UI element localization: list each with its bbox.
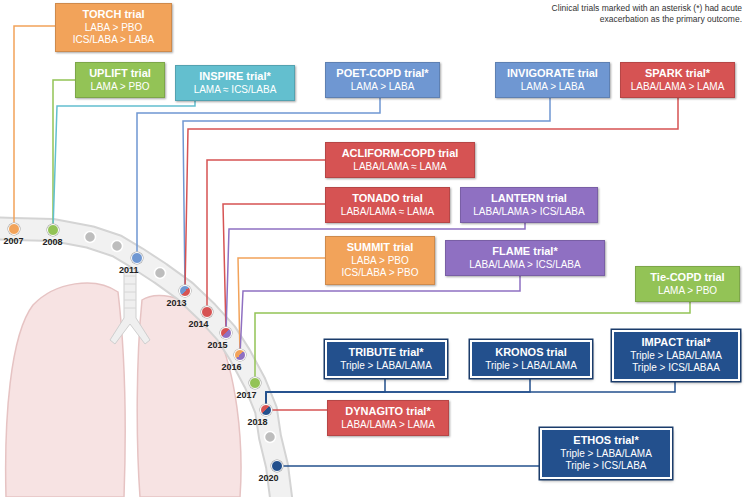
trial-box: KRONOS trialTriple > LABA/LAMA (470, 340, 592, 378)
trial-box: Tie-COPD trialLAMA > PBO (635, 266, 740, 302)
trial-box: POET-COPD trial*LAMA > LABA (325, 62, 440, 98)
trial-name: TONADO trial (332, 192, 443, 206)
year-dot: 2018 (260, 404, 272, 416)
year-dot: 2016 (234, 349, 246, 361)
timeline-connector (14, 26, 55, 223)
timeline-dot (265, 432, 276, 443)
trial-name: IMPACT trial* (620, 336, 732, 350)
trial-name: SUMMIT trial (332, 241, 428, 255)
trial-result: LAMA ≈ ICS/LABA (182, 84, 288, 97)
timeline-band-edge (0, 228, 282, 497)
trial-name: INSPIRE trial* (182, 70, 288, 84)
timeline-band (0, 228, 282, 497)
trial-box: FLAME trial*LABA/LAMA > ICS/LABA (445, 240, 605, 276)
trial-result: LABA/LAMA > ICS/LABA (467, 206, 591, 219)
trial-box: TONADO trialLABA/LAMA ≈ LAMA (325, 187, 450, 223)
trial-box: IMPACT trial*Triple > LABA/LAMATriple > … (612, 330, 740, 381)
year-label: 2008 (42, 237, 62, 247)
trial-result: LABA/LAMA ≈ LAMA (332, 206, 443, 219)
trial-box: UPLIFT trialLAMA > PBO (75, 62, 165, 98)
timeline-dot (155, 268, 166, 279)
trial-name: LANTERN trial (467, 192, 591, 206)
trial-result: LABA/LAMA ≈ LAMA (332, 161, 468, 174)
trial-box: LANTERN trialLABA/LAMA > ICS/LABA (460, 187, 598, 223)
year-label: 2017 (236, 390, 256, 400)
year-dot: 2017 (249, 377, 261, 389)
trial-name: Tie-COPD trial (642, 271, 733, 285)
trial-box: SPARK trial*LABA/LAMA > LAMA (620, 62, 735, 98)
year-label: 2013 (166, 298, 186, 308)
trial-name: ETHOS trial* (548, 434, 664, 448)
year-label: 2014 (188, 319, 208, 329)
timeline-connector (284, 465, 541, 467)
trial-name: DYNAGITO trial* (334, 405, 442, 419)
trial-result: ICS/LABA > PBO (332, 267, 428, 280)
timeline-connector (273, 409, 328, 411)
trial-result: LAMA > LABA (332, 81, 433, 94)
trial-name: TRIBUTE trial* (333, 346, 439, 360)
timeline-connector (185, 98, 678, 285)
trial-result: LAMA > LABA (502, 81, 603, 94)
year-dot: 2007 (8, 223, 20, 235)
year-dot: 2020 (271, 460, 283, 472)
trial-box: INSPIRE trial*LAMA ≈ ICS/LABA (175, 65, 295, 101)
trial-box: ACLIFORM-COPD trialLABA/LAMA ≈ LAMA (325, 142, 475, 178)
trial-result: LABA > PBO (62, 22, 165, 35)
trial-result: Triple > ICS/LABA (548, 460, 664, 473)
trial-result: Triple > LABA/LAMA (333, 360, 439, 373)
trial-name: INVIGORATE trial (502, 67, 603, 81)
trial-result: ICS/LABA > LABA (62, 34, 165, 47)
year-label: 2007 (3, 236, 23, 246)
trachea-rings (124, 276, 136, 308)
trial-name: TORCH trial (62, 8, 165, 22)
trial-result: LABA/LAMA > ICS/LABA (452, 259, 598, 272)
trial-name: FLAME trial* (452, 245, 598, 259)
trial-box: ETHOS trial*Triple > LABA/LAMATriple > I… (540, 428, 672, 479)
trial-result: LAMA > PBO (642, 285, 733, 298)
trial-result: Triple > LABA/LAMA (478, 360, 584, 373)
trial-result: LABA/LAMA > LAMA (334, 419, 442, 432)
trial-name: KRONOS trial (478, 346, 584, 360)
year-label: 2018 (247, 417, 267, 427)
timeline-dot (112, 241, 123, 252)
trial-result: Triple > LABA/LAMA (620, 350, 732, 363)
trachea (110, 268, 150, 344)
trial-box: TORCH trialLABA > PBOICS/LABA > LABA (55, 3, 172, 52)
trial-box: TRIBUTE trial*Triple > LABA/LAMA (325, 340, 447, 378)
timeline-connector (53, 80, 75, 224)
year-dot: 2014 (201, 306, 213, 318)
trial-result: LAMA > PBO (82, 81, 158, 94)
year-label: 2011 (119, 265, 139, 275)
year-dot: 2015 (220, 327, 232, 339)
trial-name: UPLIFT trial (82, 67, 158, 81)
left-lung (6, 283, 125, 497)
trial-box: INVIGORATE trialLAMA > LABA (495, 62, 610, 98)
trial-result: Triple > LABA/LAMA (548, 448, 664, 461)
timeline-dot (85, 232, 96, 243)
trial-box: DYNAGITO trial*LABA/LAMA > LAMA (327, 400, 449, 436)
trial-name: ACLIFORM-COPD trial (332, 147, 468, 161)
trial-box: SUMMIT trialLABA > PBOICS/LABA > PBO (325, 236, 435, 285)
year-label: 2020 (258, 473, 278, 483)
year-label: 2016 (221, 362, 241, 372)
trial-result: Triple > ICS/LABAA (620, 362, 732, 375)
trial-result: LABA/LAMA > LAMA (627, 81, 728, 94)
year-dot: 2011 (131, 252, 143, 264)
trial-name: SPARK trial* (627, 67, 728, 81)
timeline-connector (238, 258, 325, 349)
trial-result: LABA > PBO (332, 255, 428, 268)
trial-name: POET-COPD trial* (332, 67, 433, 81)
year-label: 2015 (207, 340, 227, 350)
year-dot: 2008 (47, 224, 59, 236)
timeline-connector (53, 101, 195, 224)
footnote: Clinical trials marked with an asterisk … (517, 3, 742, 24)
year-dot: 2013 (179, 285, 191, 297)
